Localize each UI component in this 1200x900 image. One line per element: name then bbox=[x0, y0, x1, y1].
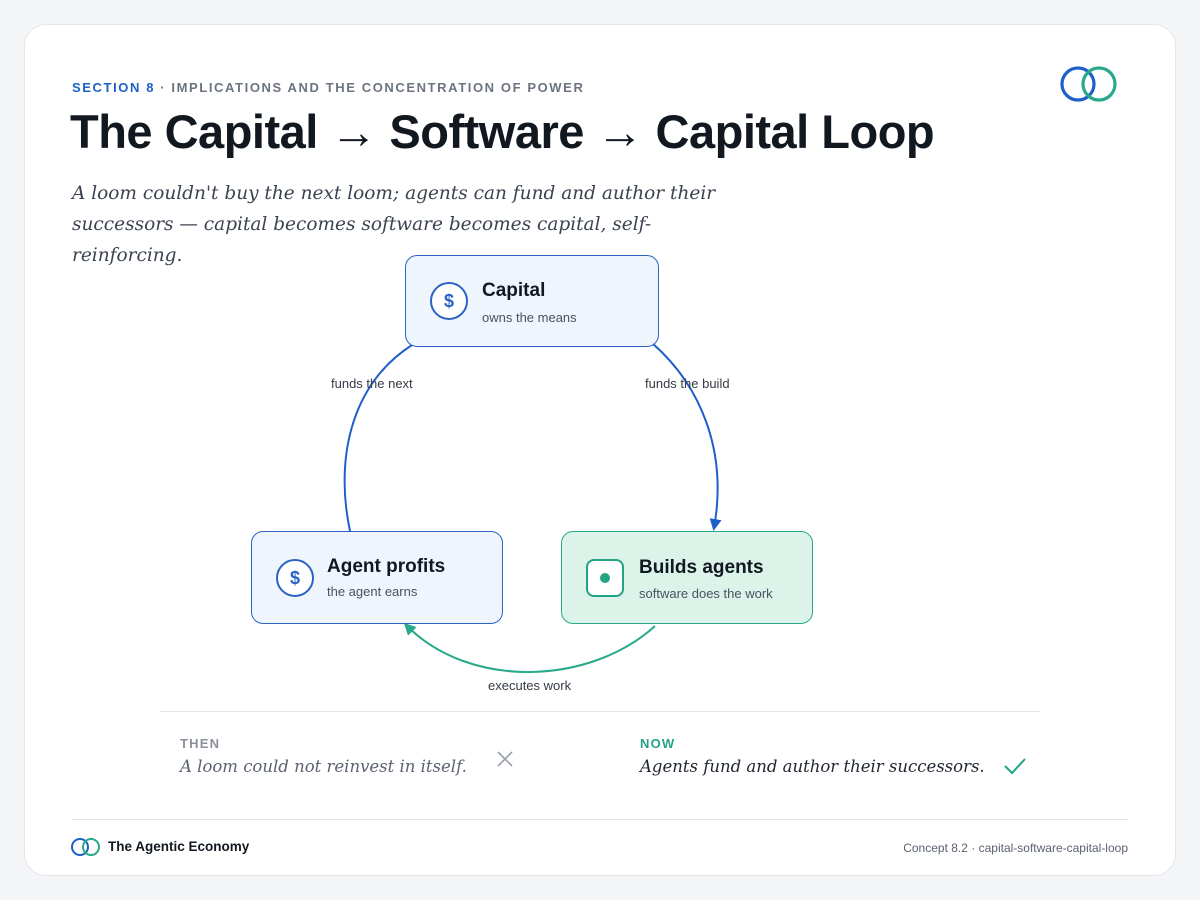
page-title: The Capital → Software → Capital Loop bbox=[70, 105, 935, 158]
page-subtitle: A loom couldn't buy the next loom; agent… bbox=[72, 183, 716, 266]
edge-builds-to-profits bbox=[403, 622, 656, 673]
then-tag: THEN bbox=[180, 736, 221, 751]
now-tag: NOW bbox=[640, 736, 676, 751]
footer-reference: Concept 8.2 · capital-software-capital-l… bbox=[903, 841, 1128, 855]
dollar-icon: $ bbox=[276, 559, 314, 597]
node-title: Builds agents bbox=[639, 557, 764, 578]
footer-logo-icon bbox=[71, 838, 100, 856]
node-capital: $ Capital owns the means bbox=[405, 255, 659, 347]
node-agent-profits: $ Agent profits the agent earns bbox=[251, 531, 503, 624]
node-title: Agent profits bbox=[327, 556, 446, 577]
agent-dot-icon bbox=[586, 559, 624, 597]
node-subtitle: software does the work bbox=[639, 586, 773, 601]
x-icon bbox=[497, 751, 513, 767]
node-subtitle: the agent earns bbox=[327, 584, 418, 599]
edge-profits-to-capital bbox=[343, 344, 413, 532]
then-text: A loom could not reinvest in itself. bbox=[180, 757, 467, 776]
slide-card bbox=[24, 24, 1176, 876]
section-eyebrow: SECTION 8 · IMPLICATIONS AND THE CONCENT… bbox=[72, 80, 584, 95]
brand-logo-icon bbox=[1060, 66, 1117, 102]
check-icon bbox=[1004, 758, 1026, 775]
section-title: · IMPLICATIONS AND THE CONCENTRATION OF … bbox=[155, 80, 585, 95]
edge-label-funds-build: funds the build bbox=[645, 376, 730, 391]
dollar-icon: $ bbox=[430, 282, 468, 320]
now-text: Agents fund and author their successors. bbox=[640, 757, 985, 776]
footer-divider bbox=[72, 819, 1128, 820]
node-builds-agents: Builds agents software does the work bbox=[561, 531, 813, 624]
section-number: SECTION 8 bbox=[72, 80, 156, 95]
edge-capital-to-builds bbox=[651, 342, 722, 531]
footer-brand: The Agentic Economy bbox=[108, 839, 250, 854]
node-subtitle: owns the means bbox=[482, 310, 577, 325]
comparison-divider bbox=[160, 711, 1040, 712]
edge-label-funds-next: funds the next bbox=[331, 376, 413, 391]
node-title: Capital bbox=[482, 280, 546, 301]
edge-label-executes-work: executes work bbox=[488, 678, 572, 693]
